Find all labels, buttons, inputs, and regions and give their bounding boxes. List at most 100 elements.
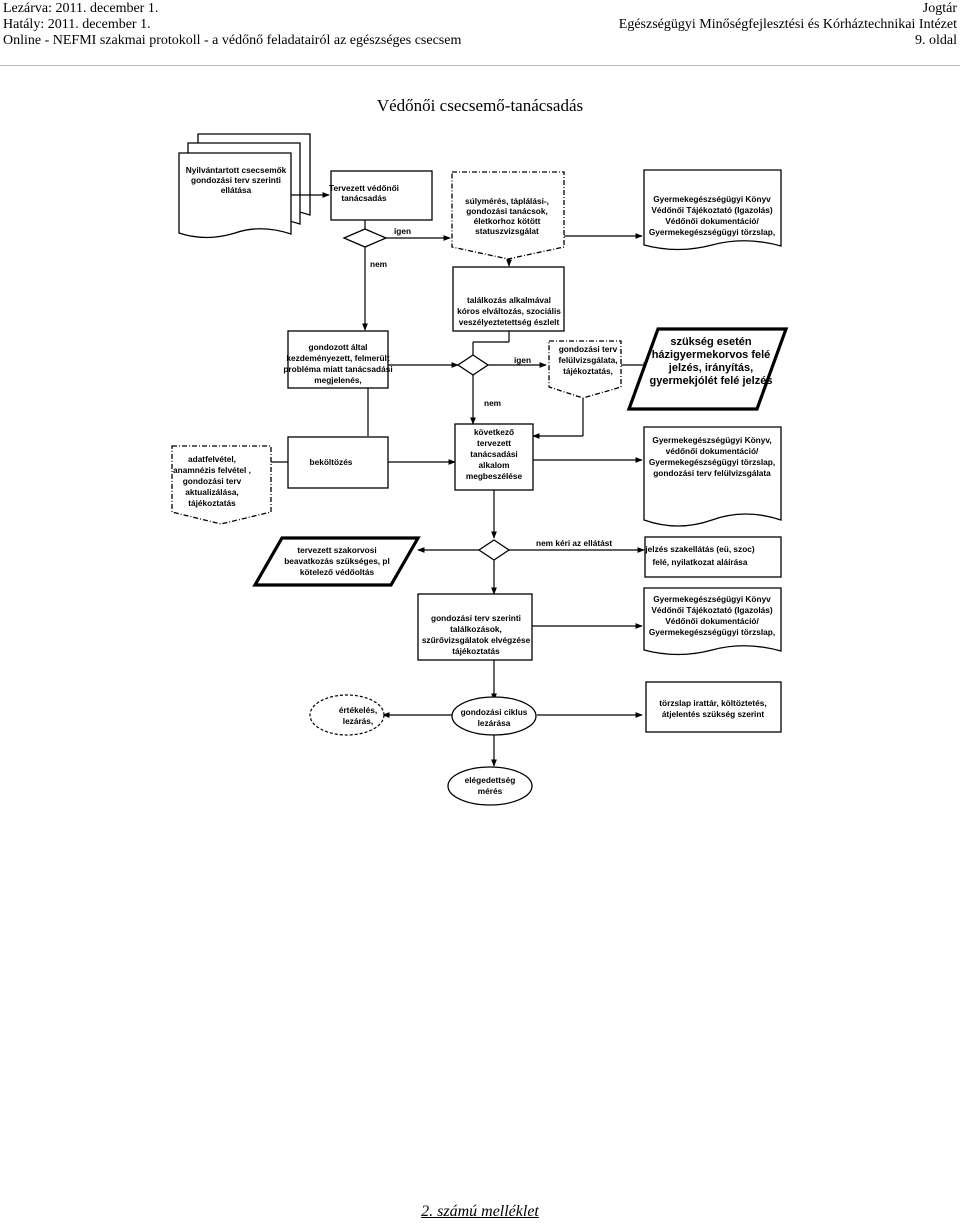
documentation-1-text-line: Védőnői Tájékoztató (Igazolás) bbox=[651, 205, 772, 215]
appendix-label: 2. számú melléklet bbox=[421, 1203, 539, 1220]
next-appointment-text-line: tervezett bbox=[477, 438, 511, 448]
activities-text: súlymérés, táplálási-,gondozási tanácsok… bbox=[465, 196, 549, 236]
documentation-3-shape bbox=[643, 587, 782, 656]
next-appointment-text-line: tanácsadási bbox=[470, 449, 518, 459]
plan-meetings-text-line: találkozások, bbox=[450, 624, 502, 634]
plan-review-text-line: gondozási terv bbox=[559, 344, 618, 354]
satisfaction-text-line: mérés bbox=[478, 786, 503, 796]
documentation-1-text-line: Védőnői dokumentáció/ bbox=[665, 216, 759, 226]
documentation-2-text-line: Gyermekegészségügyi törzslap, bbox=[649, 457, 775, 467]
initiated-visit-box bbox=[287, 330, 389, 389]
header-divider bbox=[0, 65, 960, 66]
documentation-3-text-line: Védőnői Tájékoztató (Igazolás) bbox=[651, 605, 772, 615]
cycle-close-text-line: gondozási ciklus bbox=[461, 707, 528, 717]
evaluation-text-line: lezárás, bbox=[343, 716, 373, 726]
satisfaction-ellipse bbox=[447, 766, 533, 806]
data-entry-text: adatfelvétel,anamnézis felvétel ,gondozá… bbox=[173, 454, 251, 508]
referral-text-line: gyermekjólét felé jelzés bbox=[650, 375, 773, 387]
decision-diamond-2 bbox=[456, 354, 490, 376]
moving-in-box bbox=[287, 436, 389, 489]
registered-infants-text-line: gondozási terv szerinti bbox=[191, 175, 281, 185]
cycle-close-text-line: lezárása bbox=[478, 718, 511, 728]
activities-text-line: súlymérés, táplálási-, bbox=[465, 196, 549, 206]
label-nem-1: nem bbox=[370, 259, 387, 269]
documentation-2-text-line: Gyermekegészségügyi Könyv, bbox=[652, 435, 771, 445]
registered-infants-text-line: Nyilvántartott csecsemők bbox=[186, 165, 287, 175]
header-page-number: 9. oldal bbox=[915, 33, 957, 48]
signal-specialist-text: jelzés szakellátás (eü, szoc) felé, nyila… bbox=[644, 544, 755, 567]
label-refuses-care: nem kéri az ellátást bbox=[536, 538, 612, 548]
registered-infants-document bbox=[178, 133, 311, 239]
detection-text-line: kóros elváltozás, szociális bbox=[457, 306, 561, 316]
connectors bbox=[271, 192, 651, 767]
detection-box bbox=[452, 266, 565, 332]
activities-text-line: gondozási tanácsok, bbox=[466, 206, 548, 216]
cycle-close-ellipse bbox=[451, 696, 537, 736]
archive-text: törzslap irattár, költöztetés,átjelentés… bbox=[659, 698, 766, 719]
documentation-1-text-line: Gyermekegészségügyi törzslap, bbox=[649, 227, 775, 237]
activities-text-line: statuszvizsgálat bbox=[475, 226, 539, 236]
next-appointment-text-line: következő bbox=[474, 427, 514, 437]
planned-counseling-box bbox=[330, 170, 433, 221]
decision-diamond-3 bbox=[477, 539, 511, 561]
moving-in-text: beköltözés bbox=[310, 457, 353, 467]
referral-text-line: szükség esetén bbox=[670, 336, 752, 348]
plan-meetings-text: gondozási terv szerintitalálkozások,szűr… bbox=[422, 613, 531, 656]
archive-box bbox=[645, 681, 782, 733]
planned-counseling-text-line: tanácsadás bbox=[341, 193, 387, 203]
referral-text-line: házigyermekorvos felé bbox=[652, 349, 771, 361]
signal-specialist-text-line: felé, nyilatkozat aláírása bbox=[652, 557, 747, 567]
initiated-visit-text-line: megjelenés, bbox=[314, 375, 362, 385]
plan-meetings-box bbox=[417, 593, 533, 661]
specialist-text-line: kötelező védőoltás bbox=[300, 567, 375, 577]
data-entry-text-line: tájékoztatás bbox=[188, 498, 236, 508]
next-appointment-text-line: alkalom bbox=[479, 460, 510, 470]
documentation-2-text-line: védőnői dokumentáció/ bbox=[666, 446, 759, 456]
decision-diamond-1 bbox=[342, 228, 388, 248]
label-nem-2: nem bbox=[484, 398, 501, 408]
next-appointment-box bbox=[454, 423, 534, 491]
next-appointment-text-line: megbeszélése bbox=[466, 471, 523, 481]
specialist-text-line: tervezett szakorvosi bbox=[297, 545, 376, 555]
data-entry-box bbox=[171, 445, 272, 525]
documentation-1-text-line: Gyermekegészségügyi Könyv bbox=[653, 194, 771, 204]
evaluation-text-line: értékelés, bbox=[339, 705, 377, 715]
specialist-box bbox=[252, 536, 421, 587]
documentation-2-shape bbox=[643, 426, 782, 527]
plan-meetings-text-line: gondozási terv szerinti bbox=[431, 613, 521, 623]
archive-text-line: törzslap irattár, költöztetés, bbox=[659, 698, 766, 708]
header-protocol-title: Online - NEFMI szakmai protokoll - a véd… bbox=[3, 33, 462, 48]
page-title: Védőnői csecsemő-tanácsadás bbox=[376, 96, 584, 115]
activities-box bbox=[451, 171, 565, 260]
detection-text-line: találkozás alkalmával bbox=[467, 295, 551, 305]
plan-review-text-line: felülvizsgálata, bbox=[558, 355, 617, 365]
documentation-3-text-line: Gyermekegészségügyi törzslap, bbox=[649, 627, 775, 637]
archive-text-line: átjelentés szükség szerint bbox=[662, 709, 765, 719]
label-igen-1: igen bbox=[394, 226, 411, 236]
next-appointment-text: következőtervezetttanácsadásialkalommegb… bbox=[466, 427, 523, 481]
documentation-2-text: Gyermekegészségügyi Könyv,védőnői dokume… bbox=[649, 435, 775, 478]
documentation-2-text-line: gondozási terv felülvizsgálata bbox=[653, 468, 771, 478]
referral-text-line: jelzés, irányítás, bbox=[668, 362, 753, 374]
activities-text-line: életkorhoz kötött bbox=[474, 216, 541, 226]
plan-review-box bbox=[548, 340, 622, 399]
moving-in-text-line: beköltözés bbox=[310, 457, 353, 467]
detection-text-line: veszélyeztetettség észlelt bbox=[459, 317, 560, 327]
header-publisher: Jogtár bbox=[922, 1, 957, 16]
data-entry-text-line: gondozási terv bbox=[183, 476, 242, 486]
referral-box bbox=[626, 327, 789, 411]
data-entry-text-line: adatfelvétel, bbox=[188, 454, 236, 464]
satisfaction-text-line: elégedettség bbox=[465, 775, 516, 785]
documentation-3-text-line: Védőnői dokumentáció/ bbox=[665, 616, 759, 626]
evaluation-text: értékelés,lezárás, bbox=[339, 705, 377, 726]
specialist-text-line: beavatkozás szükséges, pl bbox=[284, 556, 390, 566]
signal-specialist-text-line: jelzés szakellátás (eü, szoc) bbox=[644, 544, 755, 554]
